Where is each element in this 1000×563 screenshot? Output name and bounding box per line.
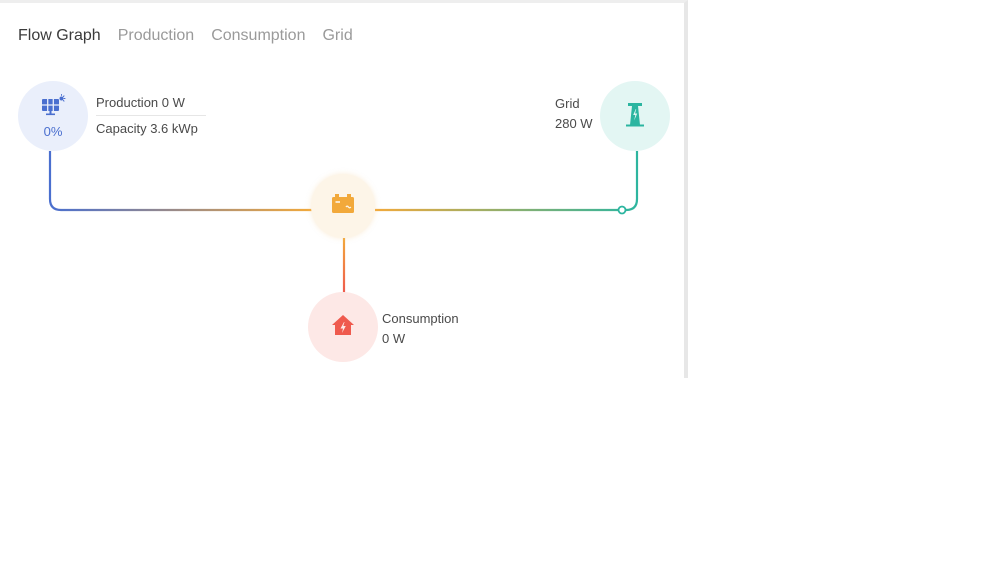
- tab-flow-graph[interactable]: Flow Graph: [18, 27, 101, 44]
- grid-value: 280 W: [555, 116, 593, 131]
- consumption-info: Consumption 0 W: [382, 311, 459, 347]
- solar-panel-icon: [40, 93, 66, 121]
- grid-node[interactable]: [600, 81, 670, 151]
- grid-info: Grid 280 W: [555, 96, 593, 132]
- production-info: Production 0 W Capacity 3.6 kWp: [96, 95, 206, 137]
- tab-grid[interactable]: Grid: [322, 27, 353, 44]
- production-power: Production 0 W: [96, 95, 206, 116]
- production-flow-line: [48, 151, 312, 212]
- tab-consumption[interactable]: Consumption: [211, 27, 306, 44]
- production-capacity: Capacity 3.6 kWp: [96, 121, 198, 136]
- tab-production[interactable]: Production: [117, 27, 195, 44]
- consumption-value: 0 W: [382, 331, 406, 346]
- consumption-node[interactable]: [308, 292, 378, 362]
- tab-bar: Flow Graph Production Consumption Grid: [18, 25, 370, 47]
- grid-label: Grid: [555, 96, 580, 111]
- power-tower-icon: [624, 101, 646, 132]
- consumption-label: Consumption: [382, 311, 459, 326]
- flow-lines: [48, 151, 639, 293]
- grid-flow-line: [375, 151, 639, 212]
- grid-flow-dot: [617, 205, 627, 215]
- battery-node[interactable]: [311, 174, 375, 238]
- production-percent: 0%: [43, 123, 63, 139]
- house-bolt-icon: [331, 314, 355, 341]
- flow-graph-card: Flow Graph Production Consumption Grid: [0, 0, 688, 378]
- battery-icon: [331, 193, 355, 220]
- production-node[interactable]: 0%: [18, 81, 88, 151]
